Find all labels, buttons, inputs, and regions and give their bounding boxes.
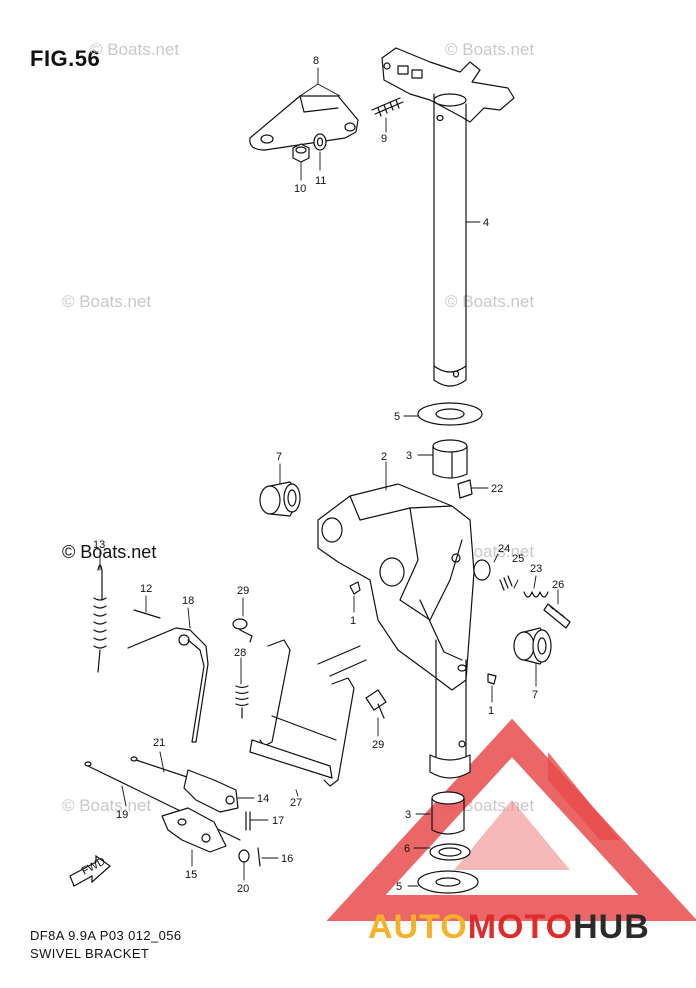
callout-1-upper: 1 [350,615,356,627]
callout-12: 12 [140,583,152,595]
callout-23: 23 [530,563,542,575]
part-8-plate [249,95,359,151]
part-7-bushing-right [513,627,552,665]
watermark: © Boats.net [445,40,535,59]
callout-1-lower: 1 [488,705,494,717]
part-29-bolt-upper [232,618,253,643]
part-28-spring [235,685,249,719]
callout-27: 27 [290,797,302,809]
part-27-tilt-lock [249,639,367,787]
part-24-plug [473,559,491,581]
callout-13: 13 [93,539,105,551]
part-4-steering-shaft [381,47,515,387]
callout-24: 24 [498,543,510,555]
callout-19: 19 [116,809,128,821]
leader-lines [99,67,559,887]
diagram-name: SWIVEL BRACKET [30,946,150,961]
brand-triangle-logo [326,718,696,921]
part-23-spring [523,591,549,598]
callout-18: 18 [182,595,194,607]
callout-14: 14 [257,793,269,805]
callout-20: 20 [237,883,249,895]
part-17-cotter-pin [245,811,251,831]
part-18-lever [127,627,209,743]
callout-7-lower: 7 [532,689,538,701]
brand-part-1: AUTO [368,908,468,946]
watermark: © Boats.net [445,292,535,311]
callouts: 8 9 10 11 4 5 3 22 2 7 24 25 23 26 1 7 1… [93,55,564,895]
part-25-spring [499,575,513,591]
callout-5-lower: 5 [396,881,402,893]
part-12-pin [133,609,161,619]
brand-wordmark: AUTOMOTOHUB [368,908,650,947]
part-6-ring [429,843,471,861]
callout-15: 15 [185,869,197,881]
part-13-spring [93,564,107,673]
callout-6: 6 [404,843,410,855]
part-10-nut [292,143,310,163]
callout-11: 11 [315,175,326,187]
callout-16: 16 [281,853,293,865]
part-9-spring [371,97,404,117]
callout-21: 21 [153,737,165,749]
watermark: © Boats.net [62,292,152,311]
part-22-pad [457,479,473,499]
diagram-code: DF8A 9.9A P03 012_056 [30,928,182,943]
figure-label: FIG.56 [30,46,101,71]
callout-29-lower: 29 [372,739,384,751]
callout-4: 4 [483,217,489,229]
part-5-washer-upper [417,402,483,426]
brand-part-2: MOTO [467,908,574,946]
callout-28: 28 [234,647,246,659]
watermark: © Boats.net [90,40,180,59]
part-14-bracket [183,769,239,813]
part-29-bolt-lower [365,689,387,719]
callout-29-upper: 29 [237,585,249,597]
callout-5-upper: 5 [394,411,400,423]
part-15-bracket [161,807,227,853]
callout-3-upper: 3 [406,450,412,462]
watermark: © Boats.net [62,542,157,562]
part-26-bolt [543,603,571,629]
part-7-bushing-left [259,481,301,517]
callout-9: 9 [381,133,387,145]
watermark: © Boats.net [62,796,152,815]
part-5-washer-lower [417,870,479,894]
part-3-bushing-upper [432,439,468,479]
part-1-grease-nipple-lower [487,673,497,685]
callout-3-lower: 3 [405,809,411,821]
callout-22: 22 [491,483,503,495]
callout-2: 2 [381,451,387,463]
callout-10: 10 [294,183,306,195]
brand-part-3: HUB [573,908,650,946]
forward-direction-arrow-icon: FWD [69,854,111,887]
callout-25: 25 [512,553,524,565]
part-20-washer [238,849,250,863]
callout-17: 17 [272,815,284,827]
part-16-cotter-pin [257,847,261,867]
part-2-swivel-bracket [317,483,475,779]
callout-26: 26 [552,579,564,591]
part-3-bushing-lower [431,791,465,835]
part-11-washer [313,133,327,151]
part-1-grease-nipple-upper [349,581,361,595]
callout-8: 8 [313,55,319,67]
callout-7-upper: 7 [276,451,282,463]
